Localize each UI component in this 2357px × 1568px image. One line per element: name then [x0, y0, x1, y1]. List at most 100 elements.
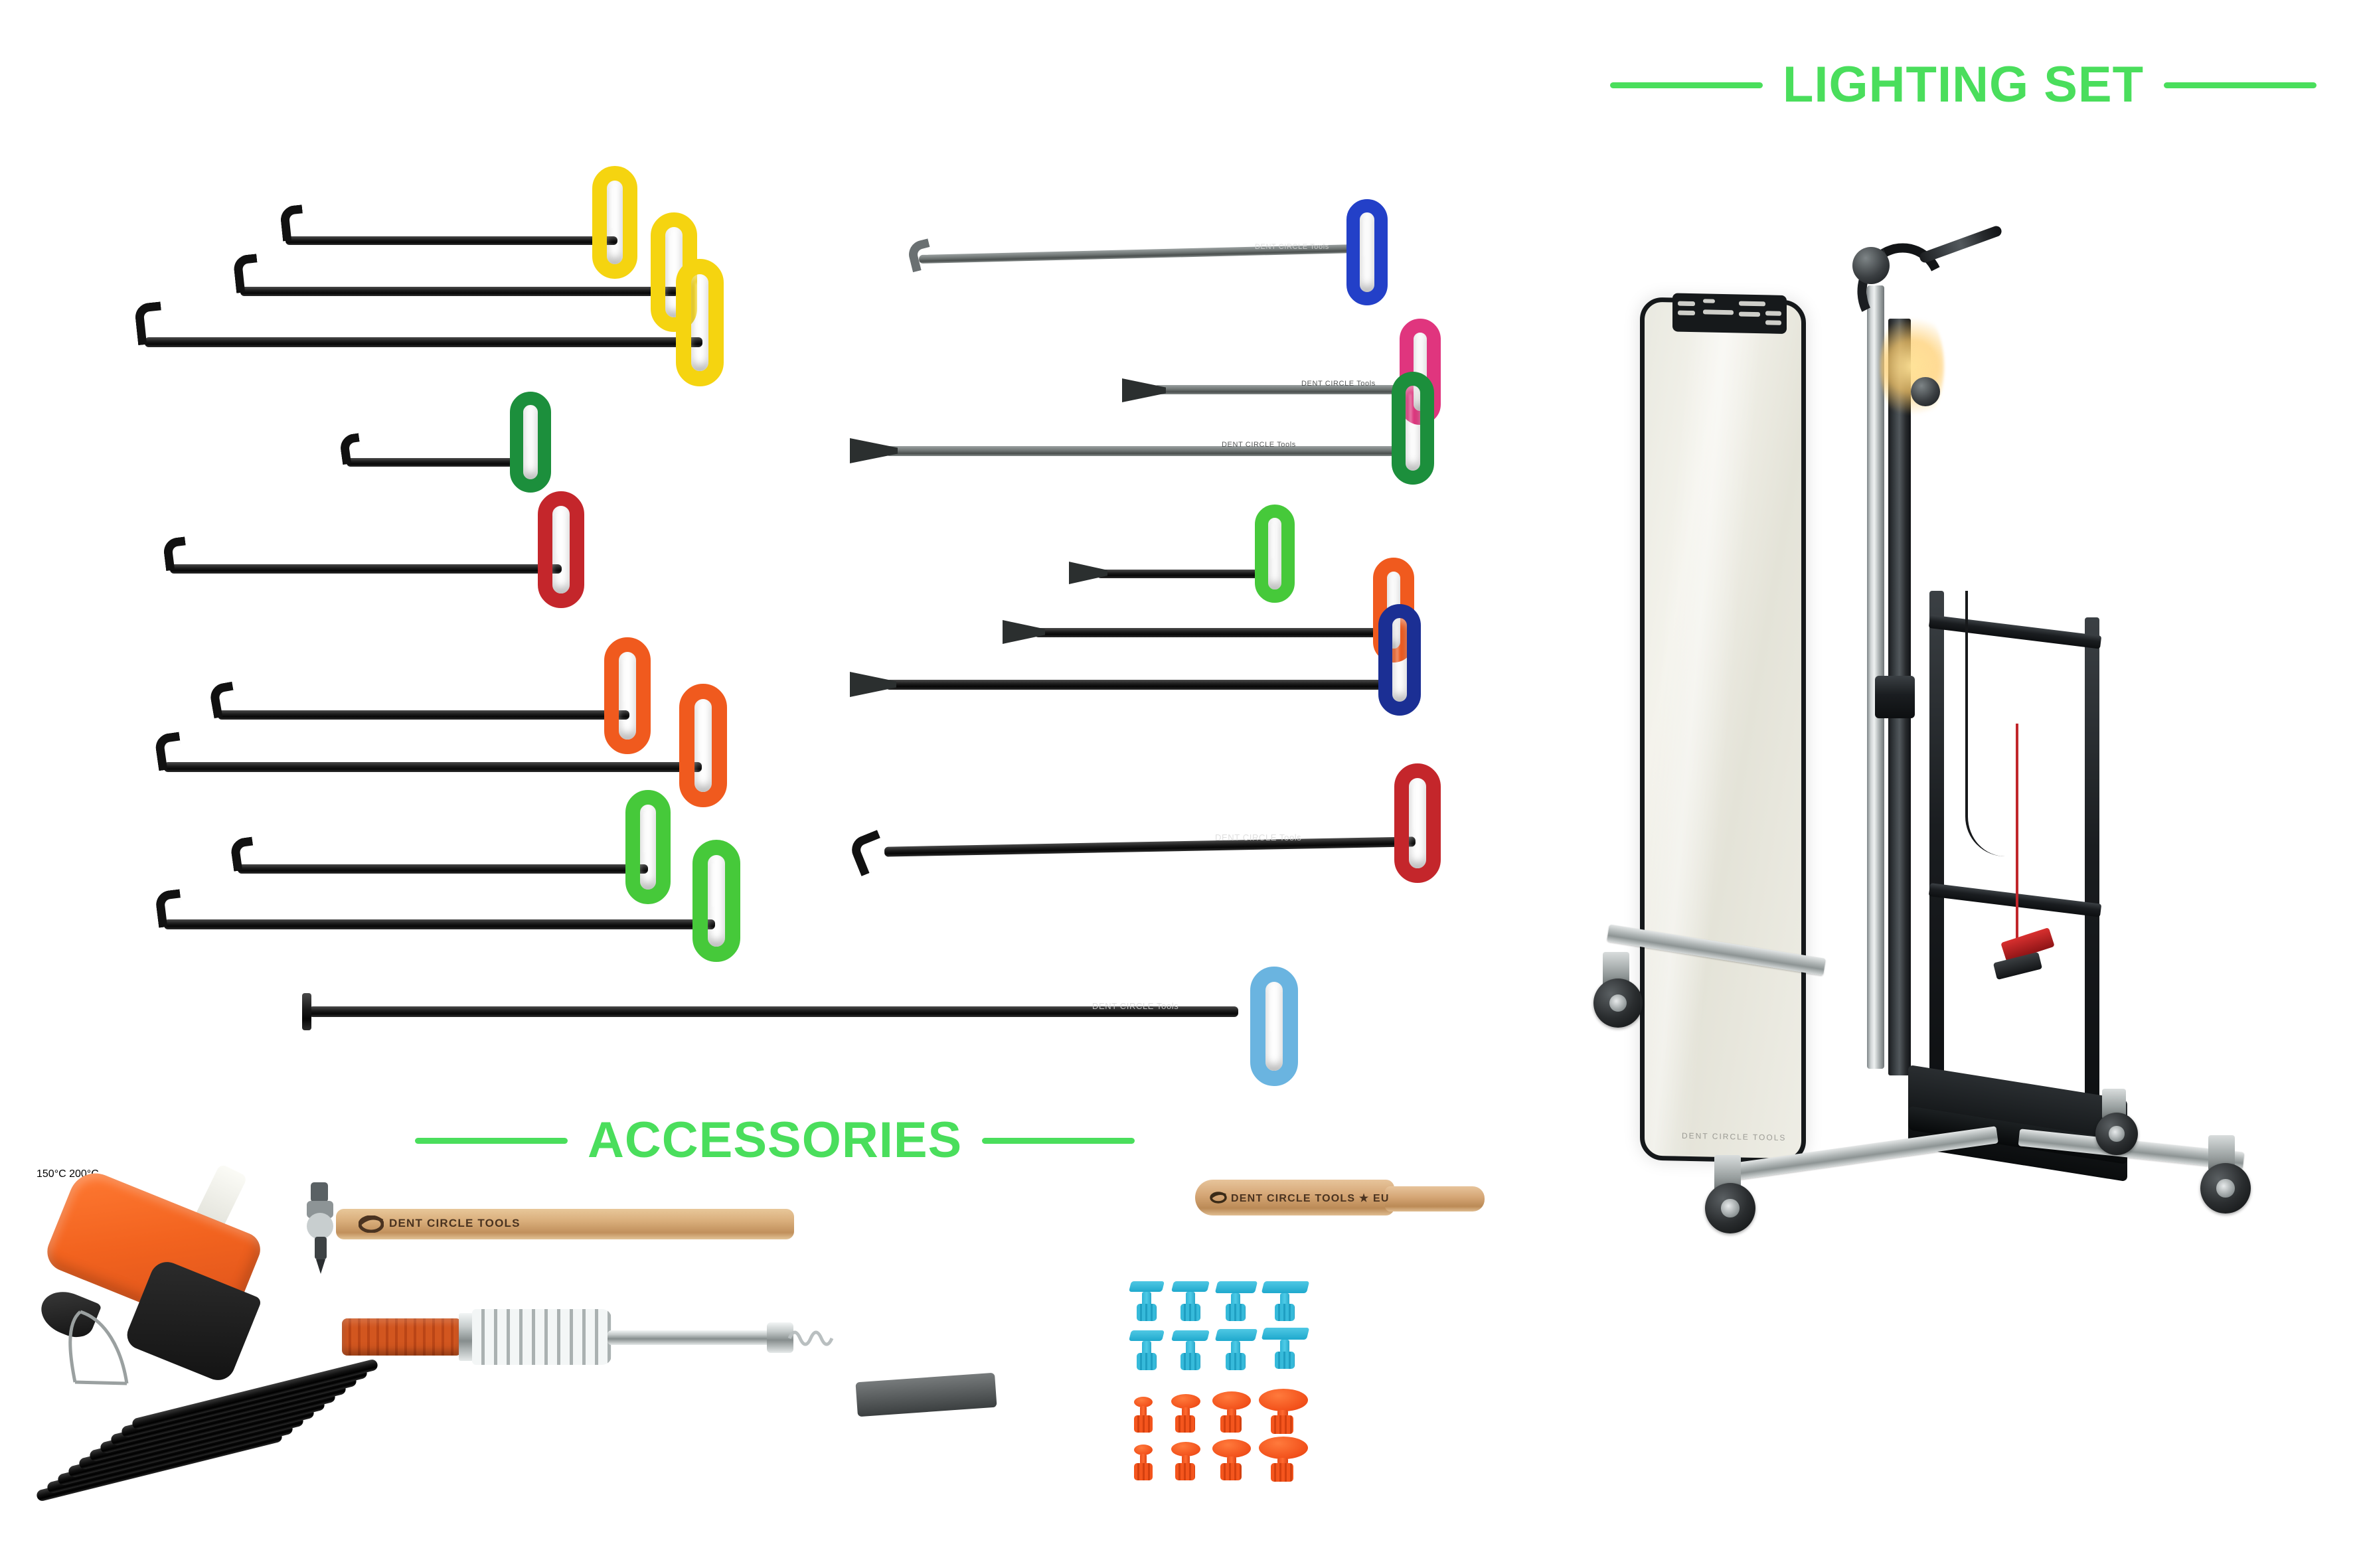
accessory-blue-tabs[interactable]	[1129, 1281, 1328, 1401]
accessory-green-board[interactable]	[1335, 1275, 1481, 1540]
air-pump-hose	[856, 1242, 930, 1293]
handle-green[interactable]	[1392, 372, 1434, 485]
rod-shaft	[238, 864, 648, 874]
slide-hammer-weight[interactable]	[472, 1309, 611, 1365]
wood-tapdown-body	[1195, 1180, 1394, 1215]
accessory-nylon-knockdown[interactable]	[677, 1394, 717, 1540]
whale-tail-tip-icon	[850, 438, 898, 463]
handle-orange[interactable]	[679, 684, 727, 807]
rod-tool-orange-hook-b[interactable]	[143, 684, 727, 807]
accessory-copper-blending-hammer[interactable]	[1507, 1255, 1567, 1540]
accessory-wood-tapdown[interactable]: DENT CIRCLE TOOLS ★ EU	[1195, 1172, 1487, 1231]
rod-tool-blue-hook-rod[interactable]: DENT CIRCLE Tools	[896, 199, 1388, 305]
accessory-strap[interactable]	[930, 1341, 1129, 1421]
accessory-orange-tabs[interactable]	[1129, 1389, 1328, 1527]
s-hook-icon	[906, 1529, 959, 1568]
accessory-hammer-tips[interactable]	[428, 1460, 627, 1540]
handle-red[interactable]	[1394, 763, 1441, 883]
hook-tip-icon	[162, 536, 189, 572]
lamp-pivot-knob[interactable]	[1911, 377, 1940, 406]
bullet-tip-steel-icon	[428, 1460, 447, 1508]
caster-wheel-left	[1593, 979, 1643, 1028]
slide-hammer-spring-icon	[788, 1330, 834, 1346]
blending-hammer-cap-bottom	[1507, 1514, 1535, 1551]
rod-tool-navy-blade-rod[interactable]	[850, 604, 1421, 716]
rod-shaft-brand: DENT CIRCLE Tools	[1255, 243, 1329, 251]
panel-control-strip[interactable]	[1672, 293, 1787, 335]
rod-tool-green-blade-short[interactable]	[1069, 505, 1295, 603]
accessory-air-wedge[interactable]	[855, 1198, 1135, 1417]
blending-hammer-shaft	[1507, 1292, 1527, 1514]
mast-knob[interactable]	[1852, 247, 1890, 284]
hammer-wood-handle[interactable]	[336, 1209, 794, 1239]
rod-tool-green-hook-a[interactable]	[219, 790, 671, 904]
handle-blue[interactable]	[1346, 199, 1388, 305]
caster-wheel-right	[2200, 1163, 2251, 1214]
accessories-heading: ACCESSORIES	[415, 1115, 1135, 1166]
rod-shaft	[170, 564, 562, 574]
frame-upright-left	[1929, 591, 1944, 1115]
mast-collar	[1875, 676, 1915, 718]
rod-tool-red-hook-medium[interactable]	[153, 491, 584, 608]
rod-shaft	[285, 236, 617, 245]
rod-tool-blue-long-rod[interactable]: DENT CIRCLE Tools	[302, 963, 1298, 1086]
lamp-arm	[1918, 224, 2003, 264]
heading-rule-right	[2164, 82, 2316, 88]
hook-tip-icon	[906, 238, 935, 273]
accessory-s-hooks[interactable]	[910, 1447, 1096, 1540]
bullet-tip-dark-icon	[428, 1526, 447, 1568]
rod-tool-yellow-hook-long[interactable]	[120, 259, 724, 386]
rod-shaft	[1097, 570, 1263, 578]
accessory-pdr-hammer[interactable]: DENT CIRCLE TOOLS	[292, 1178, 797, 1285]
rod-tool-orange-hook-a[interactable]	[199, 637, 651, 754]
accessories-heading-text: ACCESSORIES	[588, 1112, 963, 1168]
handle-blue[interactable]	[1250, 967, 1298, 1086]
caster-wheel-rear	[2095, 1113, 2138, 1155]
rod-shaft	[1154, 385, 1410, 394]
handle-orange[interactable]	[604, 637, 651, 754]
handle-green[interactable]	[625, 790, 671, 904]
rod-tool-green-hook-short[interactable]	[332, 392, 551, 493]
handle-green[interactable]	[510, 392, 551, 493]
accessory-glue-gun[interactable]: 150°C 200°C	[35, 1163, 289, 1394]
handle-green[interactable]	[1255, 505, 1295, 603]
hook-tip-icon	[847, 830, 891, 876]
hook-tip-icon	[339, 433, 363, 465]
rod-shaft	[1034, 628, 1386, 637]
rod-shaft	[240, 287, 679, 296]
air-pump-bulb[interactable]	[856, 1198, 903, 1242]
rod-tool-green-hook-b[interactable]	[143, 840, 740, 962]
slide-hammer-grip[interactable]	[342, 1318, 461, 1356]
blending-hammer-cap-top	[1507, 1255, 1535, 1292]
tapdown-brand-text: DENT CIRCLE TOOLS ★ EU	[1231, 1193, 1390, 1204]
rod-shaft	[145, 337, 702, 347]
rod-shaft-brand: DENT CIRCLE Tools	[1215, 832, 1302, 842]
slide-hammer-collar	[459, 1313, 473, 1361]
rod-tool-red-hook-long[interactable]: DENT CIRCLE Tools	[843, 763, 1441, 883]
led-reflector-panel[interactable]: DENT CIRCLE TOOLS	[1640, 293, 1806, 1164]
hammer-brand-text: DENT CIRCLE TOOLS	[389, 1217, 521, 1229]
glue-gun-wire-stand	[68, 1310, 129, 1385]
hammer-head-icon	[307, 1182, 333, 1274]
rod-tool-green-blade-rod[interactable]: DENT CIRCLE Tools	[850, 372, 1434, 485]
handle-yellow[interactable]	[592, 166, 637, 279]
power-cable-red	[2016, 724, 2089, 943]
lighting-set-group: DENT CIRCLE TOOLS	[1593, 219, 2284, 1447]
handle-green[interactable]	[692, 840, 740, 962]
tapdown-brand-logo-icon	[1210, 1192, 1227, 1204]
tip-thread	[428, 1508, 438, 1526]
handle-navy[interactable]	[1378, 604, 1421, 716]
rod-tool-yellow-hook-small[interactable]	[266, 166, 637, 279]
hammer-brand-logo-icon	[359, 1215, 384, 1233]
accessory-glue-sticks[interactable]	[33, 1358, 379, 1553]
heading-rule-right	[982, 1137, 1135, 1144]
glue-gun-temp-low: 150°C	[37, 1168, 66, 1180]
accessory-slide-hammer[interactable]	[342, 1281, 834, 1401]
handle-red[interactable]	[538, 491, 584, 608]
lighting-set-heading: LIGHTING SET	[1610, 60, 2316, 110]
panel-sheen	[1645, 301, 1801, 1159]
handle-yellow[interactable]	[676, 259, 724, 386]
caster-wheel-front	[1705, 1183, 1755, 1233]
rod-shaft	[886, 680, 1390, 690]
